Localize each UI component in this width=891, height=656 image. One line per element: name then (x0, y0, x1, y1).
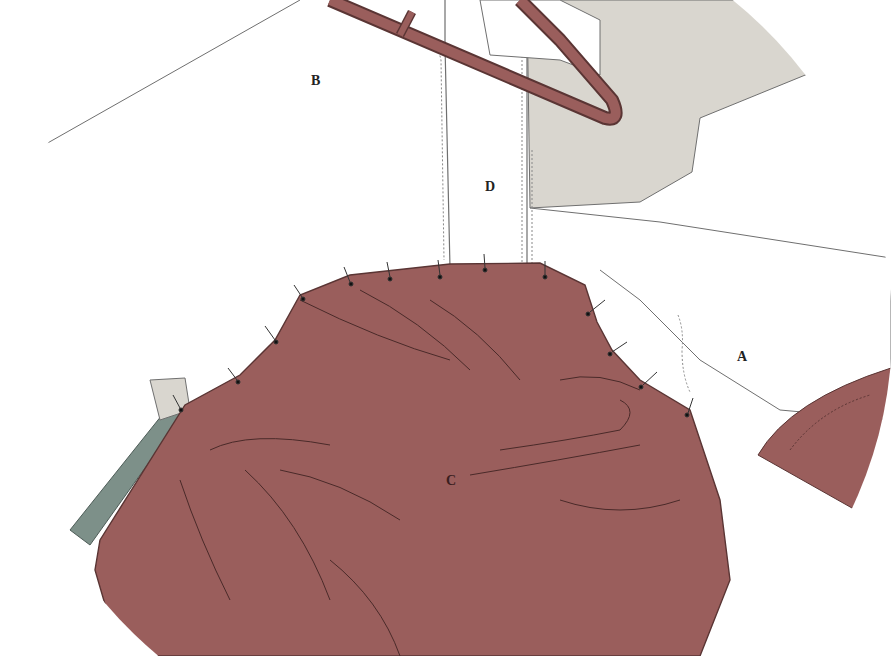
maroon-piece (758, 368, 891, 530)
piece-letter: D (485, 180, 495, 194)
piece-c (95, 263, 730, 656)
piece-letter: C (446, 474, 456, 488)
piece-letter: A (737, 350, 747, 364)
strap (330, 0, 616, 119)
piece-b (0, 0, 455, 268)
pins (173, 254, 693, 417)
piece-letter: B (311, 74, 320, 88)
